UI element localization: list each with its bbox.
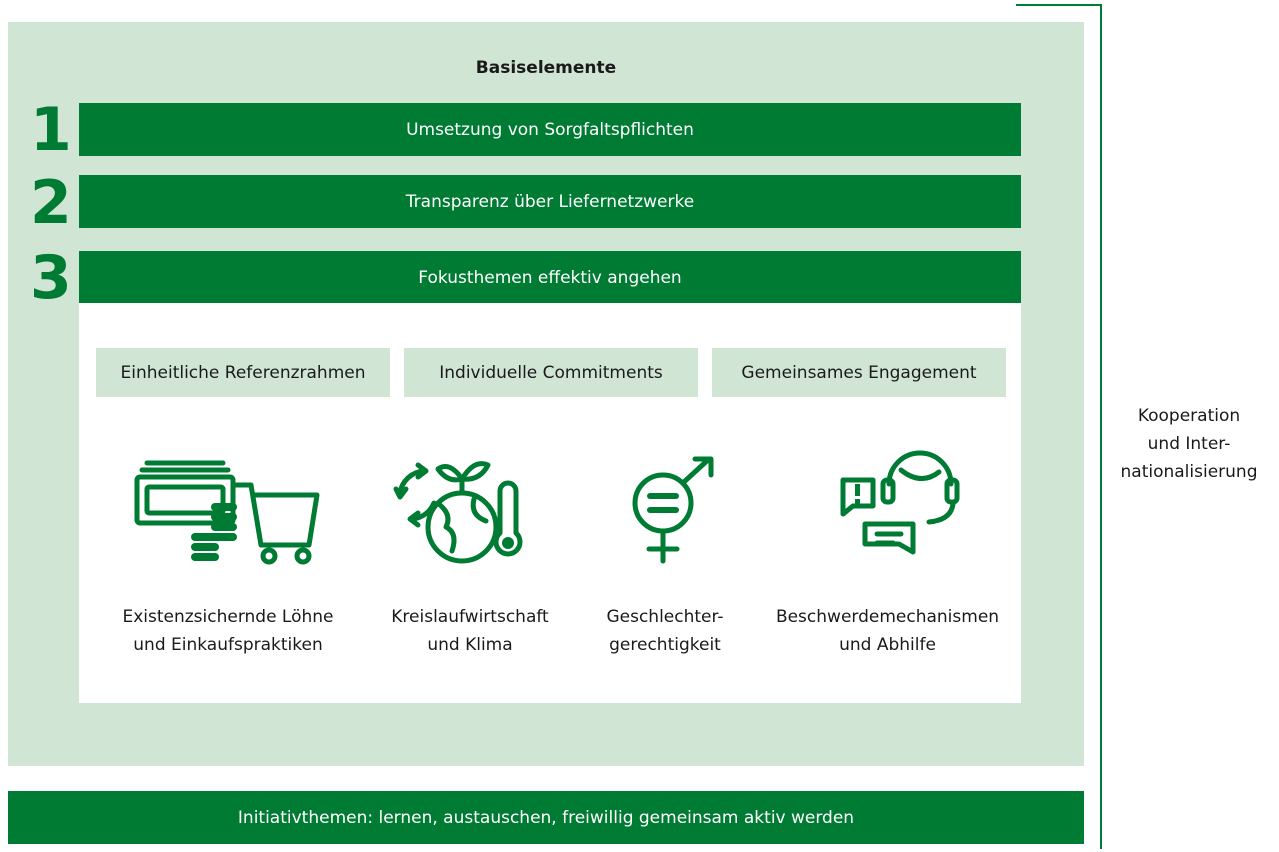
focus-gender-line-2: gerechtigkeit xyxy=(609,635,721,655)
focus-label-climate: Kreislaufwirtschaft und Klima xyxy=(360,603,580,659)
focus-label-gender: Geschlechter- gerechtigkeit xyxy=(585,603,745,659)
focus-label-wages: Existenzsichernde Löhne und Einkaufsprak… xyxy=(98,603,358,659)
basis-heading: Basiselemente xyxy=(475,58,617,78)
approach-tag-2: Individuelle Commitments xyxy=(404,348,698,397)
cooperation-line-3: nationalisierung xyxy=(1120,462,1258,482)
cooperation-line-1: Kooperation xyxy=(1137,406,1241,426)
focus-wages-line-2: und Einkaufspraktiken xyxy=(133,635,323,655)
focus-grievance-line-2: und Abhilfe xyxy=(839,635,936,655)
headset-chat-icon xyxy=(840,450,960,555)
approach-tag-3: Gemeinsames Engagement xyxy=(712,348,1006,397)
element-number-2: 2 xyxy=(30,168,72,238)
money-cart-icon xyxy=(134,460,320,565)
element-bar-2: Transparenz über Liefernetzwerke xyxy=(79,175,1021,228)
focus-label-grievance: Beschwerdemechanismen und Abhilfe xyxy=(760,603,1015,659)
gender-equality-icon xyxy=(632,456,714,564)
focus-wages-line-1: Existenzsichernde Löhne xyxy=(122,607,334,627)
element-number-3: 3 xyxy=(30,243,72,313)
cooperation-label: Kooperation und Inter- nationalisierung xyxy=(1100,402,1278,486)
globe-recycle-thermometer-icon xyxy=(393,461,523,564)
cooperation-bracket xyxy=(1016,4,1102,849)
cooperation-line-2: und Inter- xyxy=(1147,434,1231,454)
initiative-bar: Initiativthemen: lernen, austauschen, fr… xyxy=(8,791,1084,844)
focus-climate-line-1: Kreislaufwirtschaft xyxy=(391,607,549,627)
element-bar-1: Umsetzung von Sorgfaltspflichten xyxy=(79,103,1021,156)
element-number-1: 1 xyxy=(30,95,72,165)
focus-climate-line-2: und Klima xyxy=(427,635,513,655)
focus-grievance-line-1: Beschwerdemechanismen xyxy=(775,607,1000,627)
approach-tag-1: Einheitliche Referenzrahmen xyxy=(96,348,390,397)
focus-gender-line-1: Geschlechter- xyxy=(606,607,724,627)
element-bar-3: Fokusthemen effektiv angehen xyxy=(79,251,1021,304)
